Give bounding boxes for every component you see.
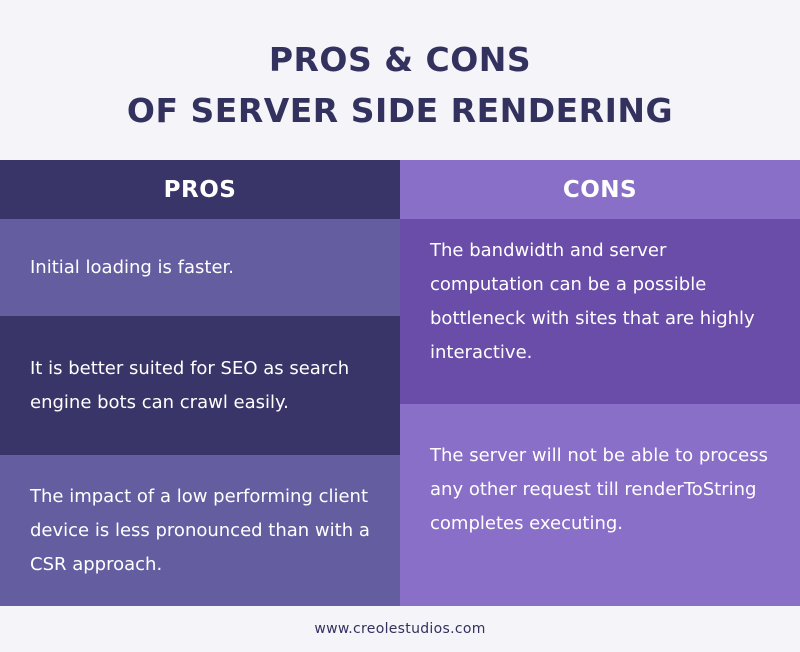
- pros-item-text: It is better suited for SEO as search en…: [30, 357, 350, 413]
- cons-item-text: The bandwidth and server computation can…: [430, 239, 755, 363]
- title-line-1: PROS & CONS: [268, 40, 532, 79]
- pros-item: It is better suited for SEO as search en…: [0, 316, 400, 455]
- cons-column: CONS The bandwidth and server computatio…: [400, 160, 800, 606]
- footer-url: www.creolestudios.com: [314, 621, 486, 637]
- pros-item: Initial loading is faster.: [0, 219, 400, 316]
- pros-item: The impact of a low performing client de…: [0, 455, 400, 606]
- cons-header: CONS: [400, 160, 800, 219]
- cons-item: The server will not be able to process a…: [400, 404, 800, 606]
- pros-item-text: The impact of a low performing client de…: [30, 485, 370, 575]
- page-title: PROS & CONS OF SERVER SIDE RENDERING: [0, 34, 800, 136]
- pros-column: PROS Initial loading is faster. It is be…: [0, 160, 400, 606]
- cons-item-text: The server will not be able to process a…: [430, 445, 768, 534]
- cons-item: The bandwidth and server computation can…: [400, 219, 800, 404]
- pros-header: PROS: [0, 160, 400, 219]
- pros-item-text: Initial loading is faster.: [30, 256, 235, 278]
- title-line-2: OF SERVER SIDE RENDERING: [126, 91, 674, 130]
